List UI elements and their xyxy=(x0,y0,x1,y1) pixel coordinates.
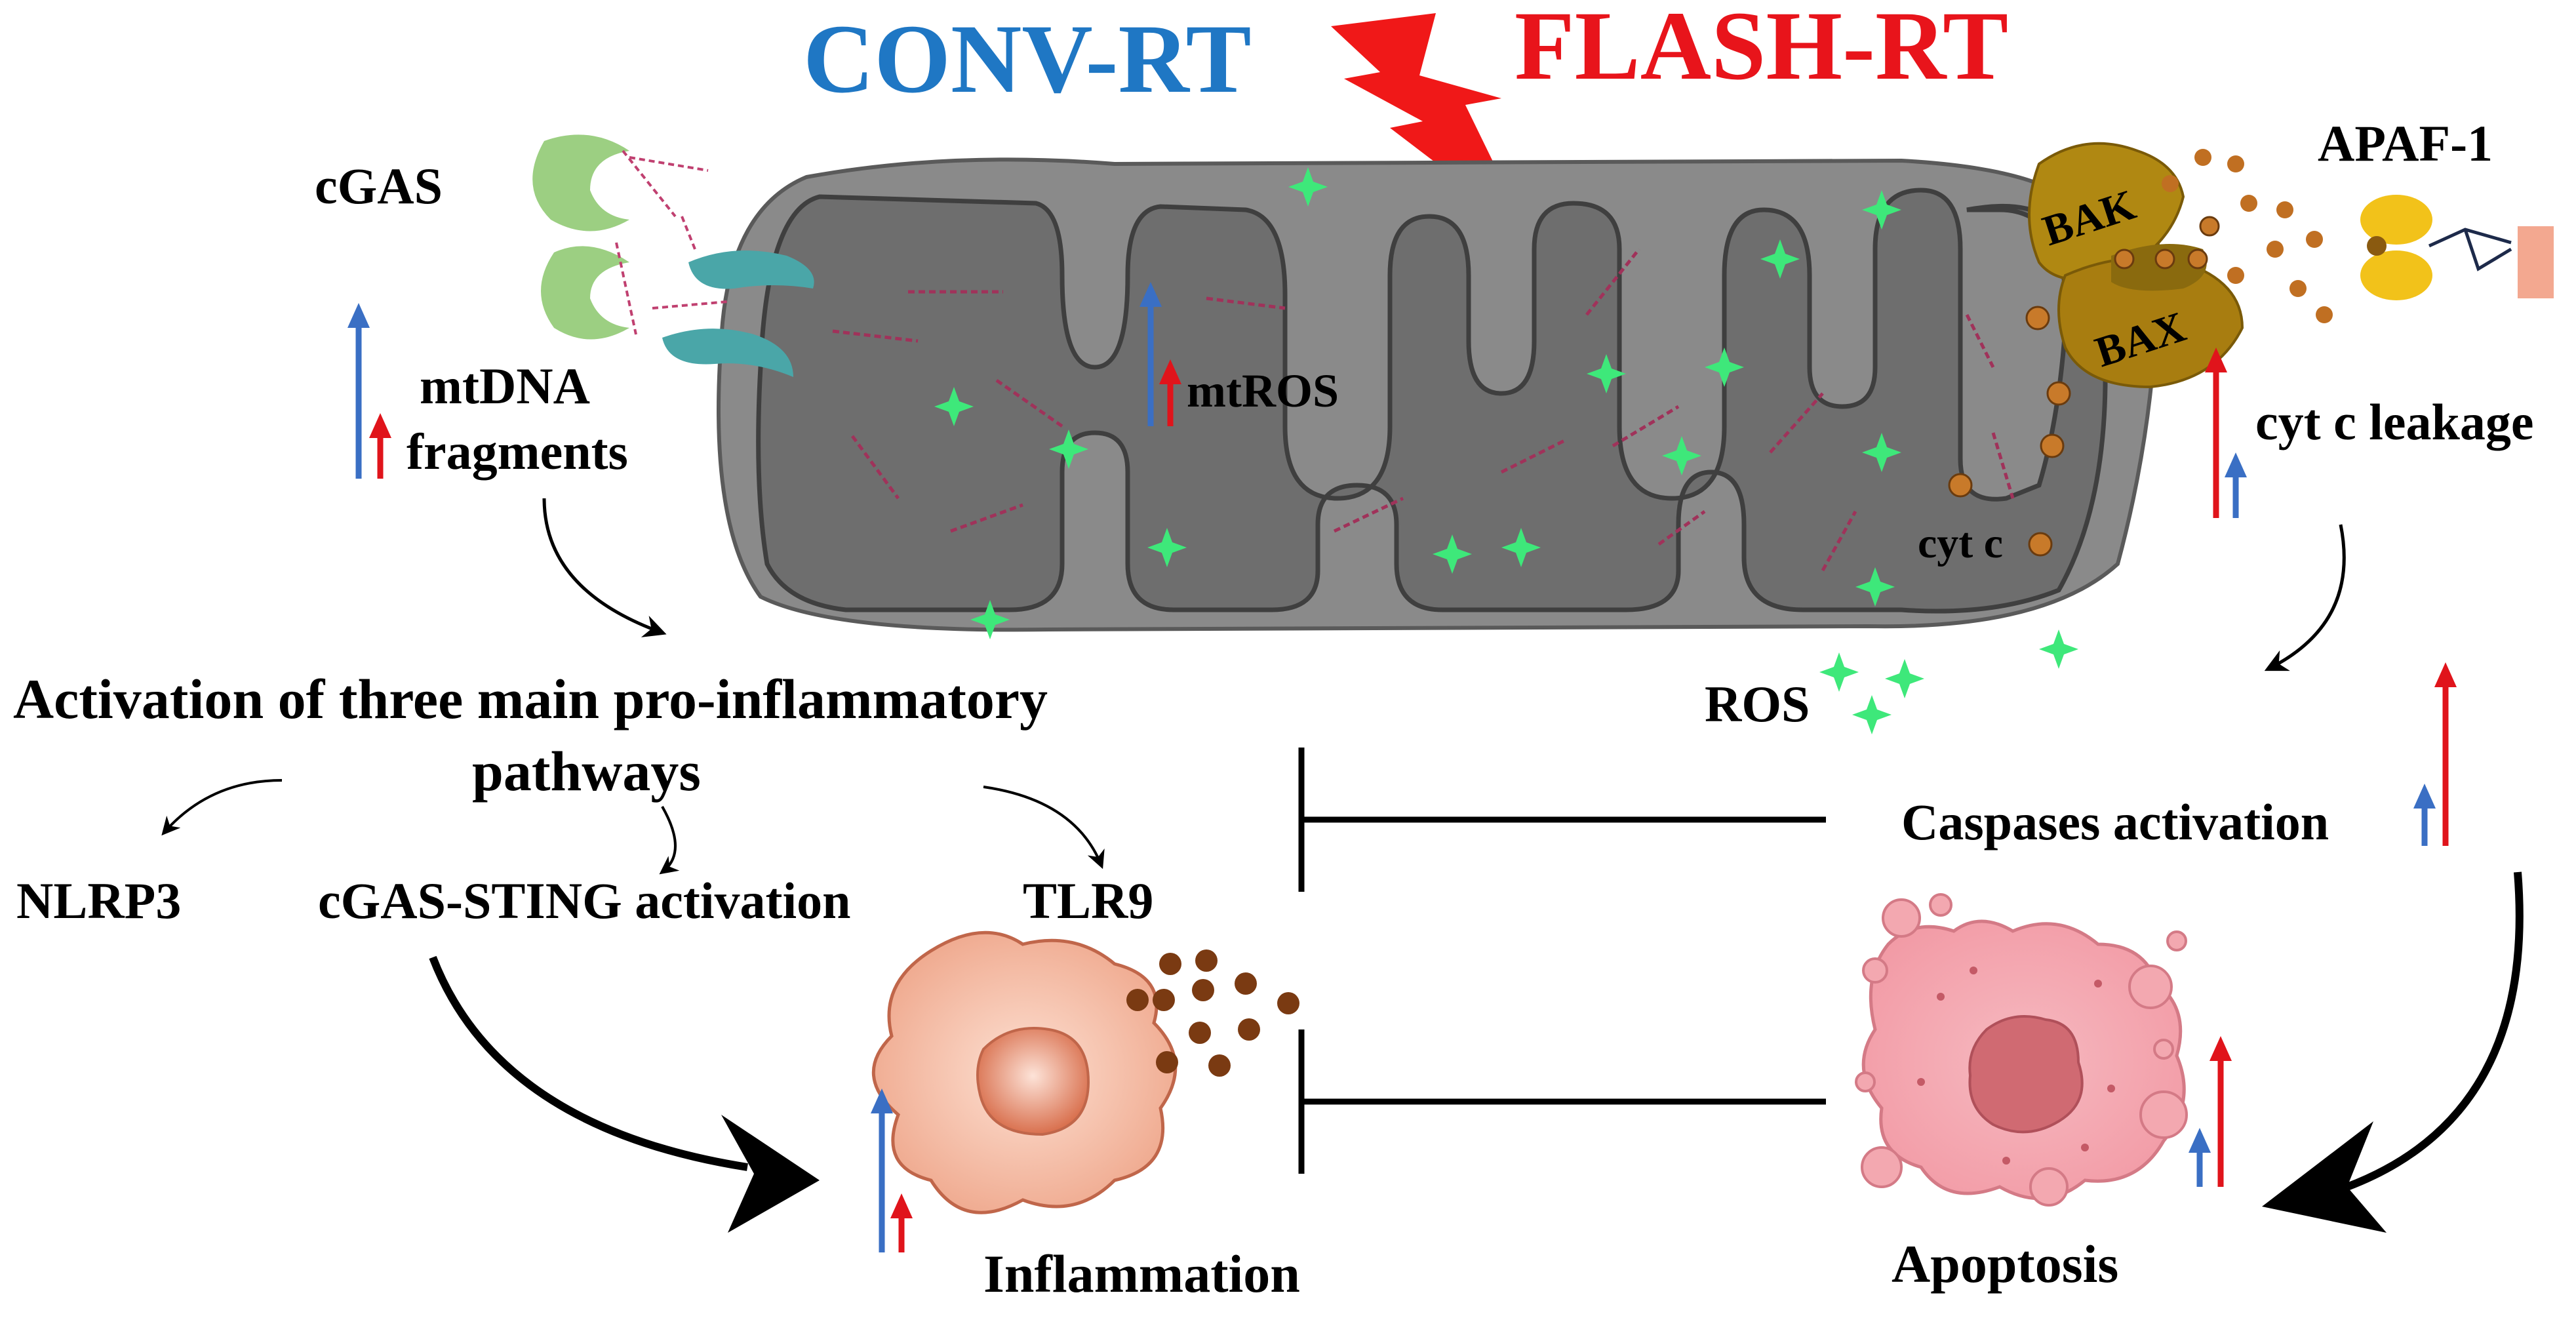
flash-rt-title: FLASH-RT xyxy=(1515,0,2008,100)
receptor-protein-1 xyxy=(688,250,814,289)
arrow-to-inflammation-head xyxy=(721,1115,820,1233)
ros-stars xyxy=(934,167,2078,734)
cyt-c-leak-dots xyxy=(2114,216,2220,270)
inflammatory-cell xyxy=(871,930,1178,1214)
arrow-to-tlr9 xyxy=(983,786,1105,869)
leakage-blue-arrowhead xyxy=(2225,452,2247,477)
apoptosis-label: Apoptosis xyxy=(1892,1234,2118,1294)
tlr9-label: TLR9 xyxy=(1023,872,1153,929)
cytc-label: cyt c xyxy=(1918,519,2003,567)
arrow-to-cgas-sting xyxy=(659,806,680,875)
mtros-label: mtROS xyxy=(1187,365,1339,417)
arrow-to-apoptosis-head xyxy=(2262,1121,2387,1233)
apaf1-lobe-bottom xyxy=(2360,250,2432,300)
apoptosis-blue-arrowhead xyxy=(2189,1128,2211,1153)
cgas-protein-2 xyxy=(541,246,629,340)
inflammation-red-arrowhead xyxy=(890,1193,913,1218)
cytokine-dots xyxy=(1126,949,1299,1077)
cytc-leakage-label: cyt c leakage xyxy=(2255,393,2534,450)
nlrp3-label: NLRP3 xyxy=(16,872,181,929)
mtros-blue-arrowhead xyxy=(1139,282,1162,307)
inflammation-blue-arrowhead xyxy=(871,1088,893,1113)
apaf1-lobe-top xyxy=(2360,195,2432,245)
arrow-to-nlrp3 xyxy=(161,779,283,836)
ros-label: ROS xyxy=(1705,675,1810,732)
apoptotic-bodies xyxy=(1855,893,2188,1207)
receptor-proteins xyxy=(662,250,814,377)
arrow-leakage-to-caspases xyxy=(2264,524,2346,671)
mtdna-label-line2: fragments xyxy=(406,423,628,480)
caspases-blue-arrowhead xyxy=(2413,784,2436,809)
cgas-protein-1 xyxy=(532,134,629,231)
mtdna-label-line1: mtDNA xyxy=(420,357,590,414)
inflammatory-cell-nucleus xyxy=(976,1027,1090,1136)
apaf1-label: APAF-1 xyxy=(2318,115,2493,172)
mtdna-red-arrowhead xyxy=(369,413,391,438)
cyt-c-dots xyxy=(1948,306,2071,557)
apoptosis-red-arrowhead xyxy=(2209,1036,2232,1061)
arrow-to-inflammation xyxy=(429,955,748,1171)
apoptotic-cell xyxy=(1861,919,2186,1201)
mtdna-blue-arrowhead xyxy=(347,303,370,328)
cgas-sting-label: cGAS-STING activation xyxy=(318,872,851,929)
caspases-red-arrowhead xyxy=(2434,662,2457,687)
inflammation-label: Inflammation xyxy=(983,1244,1300,1304)
apaf1-complex: APAF-1 xyxy=(2318,115,2554,300)
mitochondrion-inner-membrane xyxy=(756,188,2108,614)
inhibition-caspases xyxy=(1298,748,1826,892)
arrow-mtdna-to-activation xyxy=(542,498,667,637)
mtdna-strands-inner xyxy=(832,248,2015,572)
apoptotic-cell-nucleus xyxy=(1968,1015,2084,1134)
receptor-protein-2 xyxy=(662,329,793,377)
apaf1-receptor xyxy=(2518,226,2554,298)
arrow-to-apoptosis xyxy=(2345,871,2524,1191)
mtros-red-arrowhead xyxy=(1159,359,1181,384)
activation-label-line2: pathways xyxy=(472,740,701,803)
mtdna-strands-outer xyxy=(615,150,728,335)
activation-label-line1: Activation of three main pro-inflammator… xyxy=(13,668,1048,730)
cgas-label: cGAS xyxy=(315,157,443,214)
apoptotic-dots xyxy=(1917,967,2115,1165)
conv-rt-title: CONV-RT xyxy=(803,5,1252,113)
cyt-c-released-dots xyxy=(2162,149,2333,323)
caspases-label: Caspases activation xyxy=(1901,793,2329,850)
cgas-proteins xyxy=(532,134,629,340)
mitochondrion xyxy=(717,157,2160,632)
leakage-red-arrowhead xyxy=(2205,348,2227,372)
inhibition-apoptosis xyxy=(1298,1029,1826,1174)
